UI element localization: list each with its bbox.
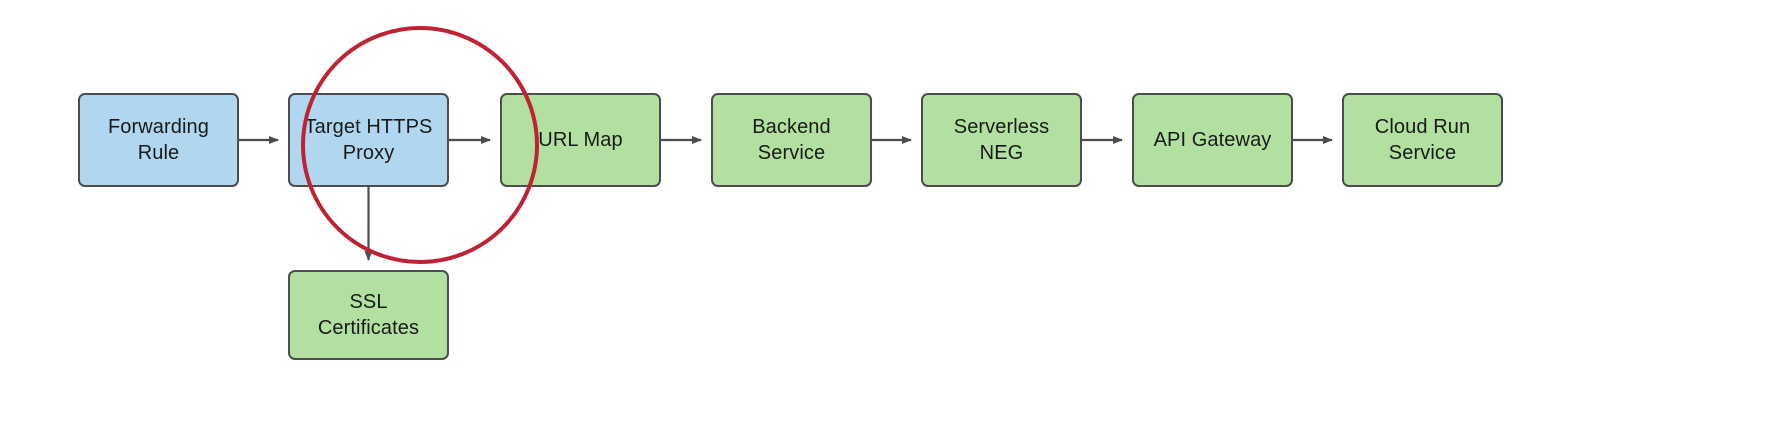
- node-serverless-neg[interactable]: Serverless NEG: [921, 93, 1082, 187]
- node-backend-service[interactable]: Backend Service: [711, 93, 872, 187]
- node-label-backend-service: Backend Service: [752, 116, 831, 164]
- node-label-api-gateway: API Gateway: [1153, 129, 1272, 151]
- node-ssl-certificates[interactable]: SSL Certificates: [288, 270, 449, 360]
- node-api-gateway[interactable]: API Gateway: [1132, 93, 1293, 187]
- node-label-cloud-run-service: Cloud Run Service: [1374, 116, 1471, 164]
- node-forwarding-rule[interactable]: Forwarding Rule: [78, 93, 239, 187]
- node-label-forwarding-rule: Forwarding Rule: [107, 116, 210, 164]
- node-cloud-run-service[interactable]: Cloud Run Service: [1342, 93, 1503, 187]
- node-label-serverless-neg: Serverless NEG: [953, 116, 1050, 164]
- node-label-url-map: URL Map: [538, 129, 623, 151]
- highlight-circle-target-https-proxy: [301, 26, 539, 264]
- node-label-ssl-certificates: SSL Certificates: [317, 291, 420, 339]
